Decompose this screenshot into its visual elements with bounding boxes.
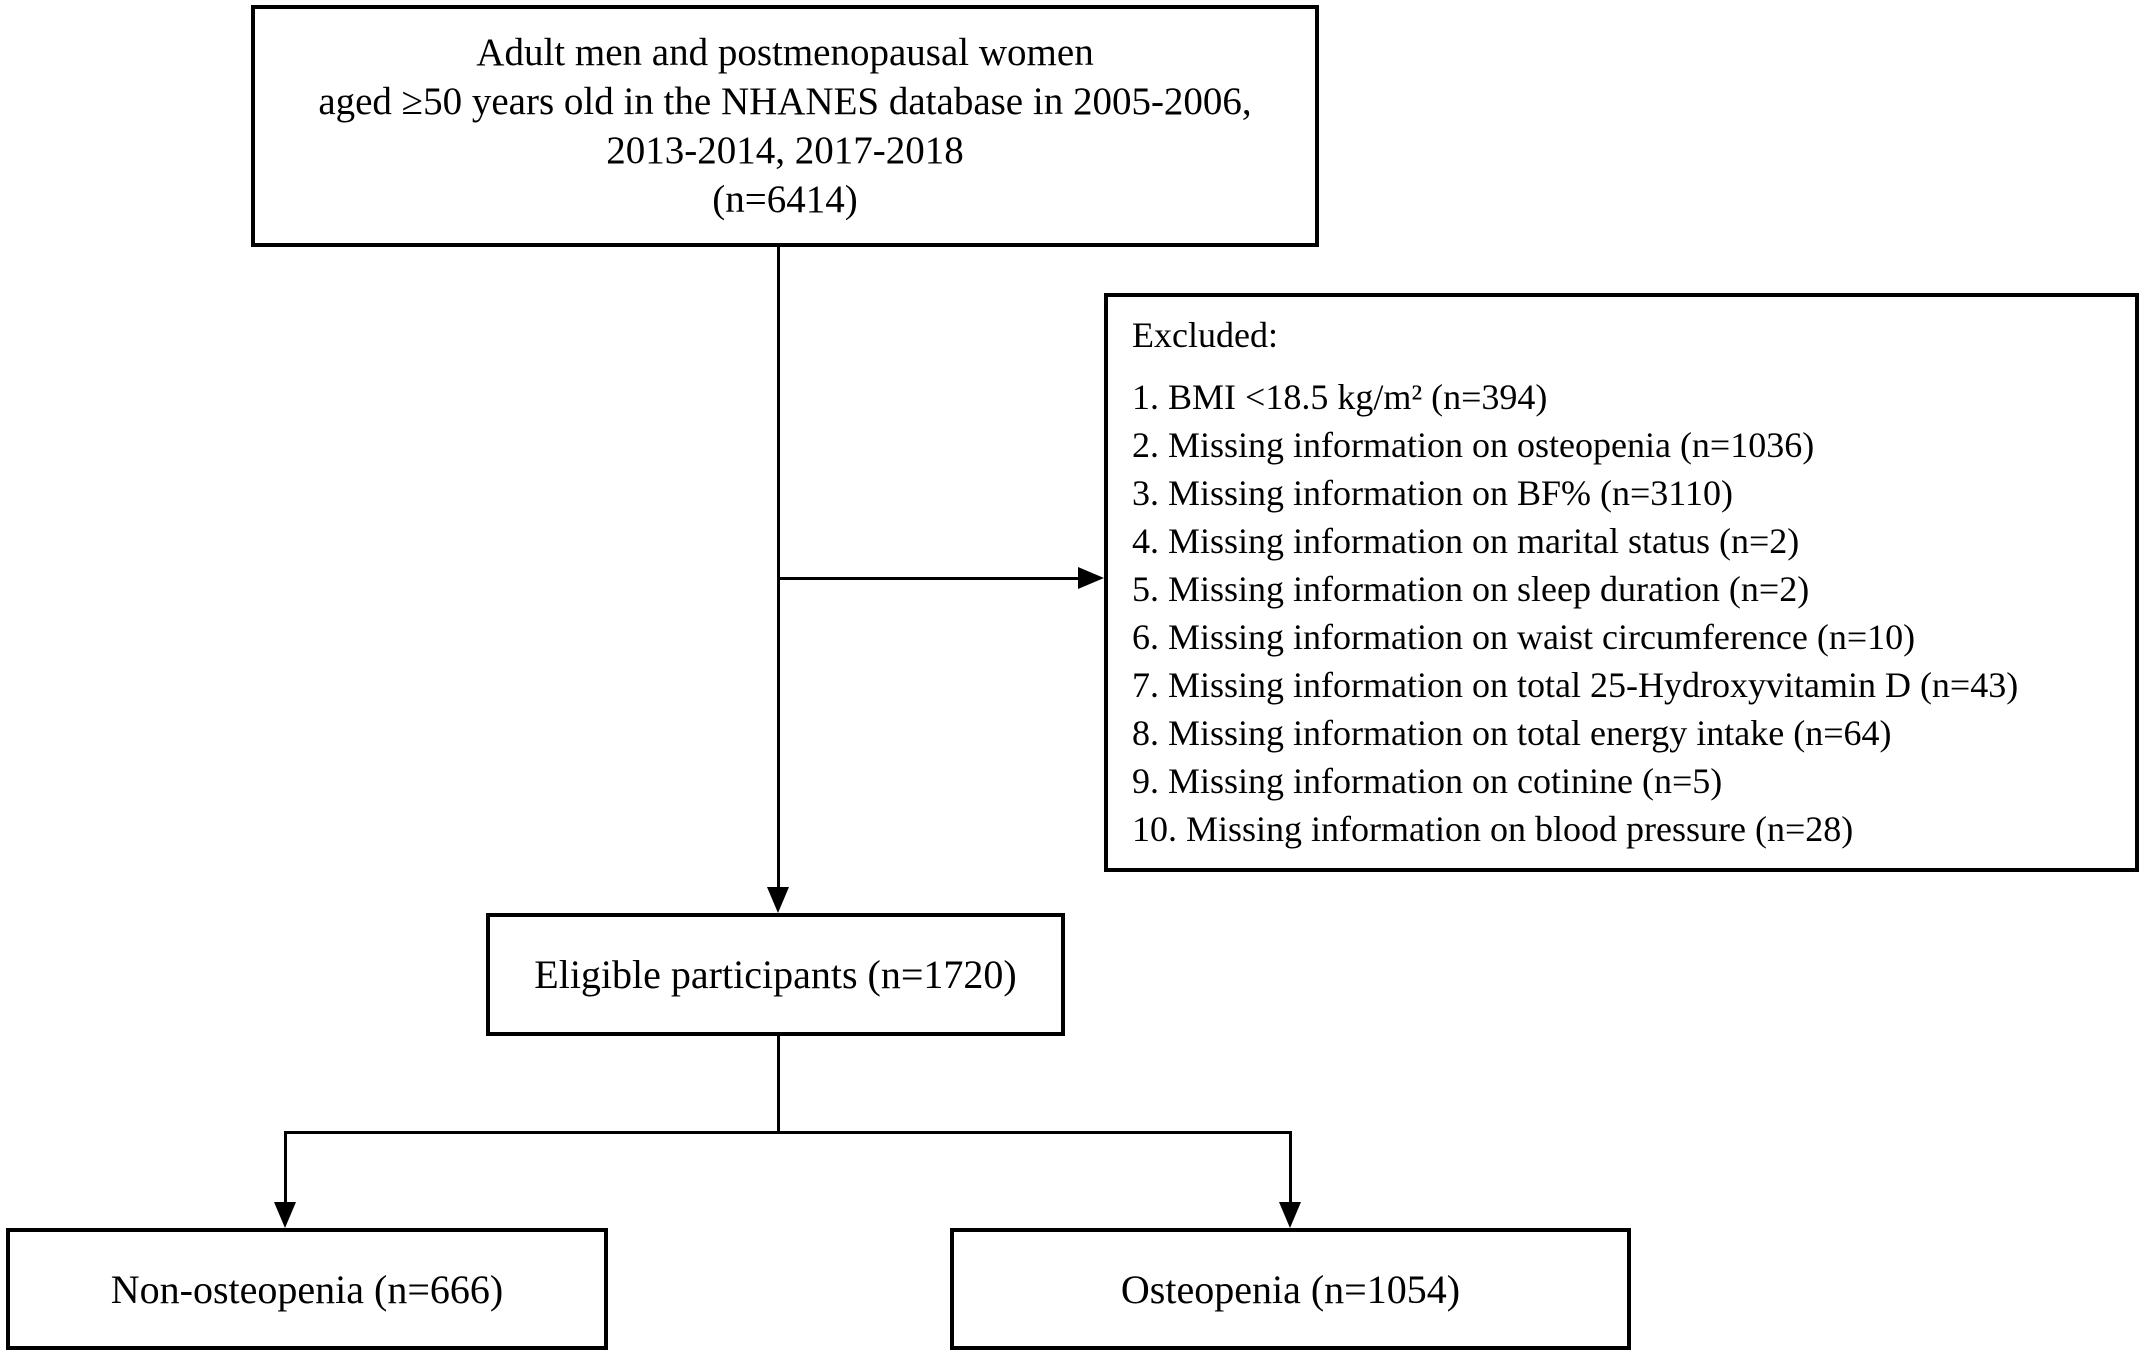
osteopenia-box: Osteopenia (n=1054) — [950, 1228, 1631, 1350]
connector-to-non-osteopenia — [284, 1131, 287, 1203]
excluded-item-4: 4. Missing information on marital status… — [1132, 521, 1800, 561]
excluded-box: Excluded: 1. BMI <18.5 kg/m² (n=394) 2. … — [1104, 293, 2139, 872]
osteopenia-label: Osteopenia (n=1054) — [1120, 1266, 1461, 1312]
connector-top-to-eligible — [777, 246, 780, 888]
excluded-item-2: 2. Missing information on osteopenia (n=… — [1132, 425, 1815, 465]
connector-branch-to-excluded — [778, 577, 1078, 580]
population-box: Adult men and postmenopausal women aged … — [251, 5, 1319, 247]
excluded-item-6: 6. Missing information on waist circumfe… — [1132, 617, 1916, 657]
population-line-4: (n=6414) — [712, 178, 858, 221]
population-line-2: aged ≥50 years old in the NHANES databas… — [318, 80, 1252, 123]
population-line-1: Adult men and postmenopausal women — [476, 31, 1094, 74]
non-osteopenia-box: Non-osteopenia (n=666) — [6, 1228, 608, 1350]
eligible-box: Eligible participants (n=1720) — [486, 913, 1065, 1036]
population-line-3: 2013-2014, 2017-2018 — [606, 129, 964, 172]
non-osteopenia-label: Non-osteopenia (n=666) — [110, 1266, 504, 1312]
excluded-item-8: 8. Missing information on total energy i… — [1132, 713, 1892, 753]
excluded-item-1: 1. BMI <18.5 kg/m² (n=394) — [1132, 377, 1548, 417]
connector-to-osteopenia — [1289, 1131, 1292, 1203]
excluded-item-3: 3. Missing information on BF% (n=3110) — [1132, 473, 1733, 513]
arrow-down-icon — [1279, 1202, 1301, 1228]
excluded-item-7: 7. Missing information on total 25-Hydro… — [1132, 665, 2019, 705]
arrow-right-icon — [1078, 567, 1104, 589]
arrow-down-icon — [767, 887, 789, 913]
eligible-label: Eligible participants (n=1720) — [534, 952, 1017, 997]
excluded-title: Excluded: — [1132, 315, 1278, 355]
connector-split-bar — [284, 1131, 1292, 1134]
connector-eligible-to-split — [777, 1036, 780, 1132]
arrow-down-icon — [274, 1202, 296, 1228]
excluded-item-9: 9. Missing information on cotinine (n=5) — [1132, 761, 1723, 801]
excluded-item-10: 10. Missing information on blood pressur… — [1132, 809, 1854, 849]
excluded-item-5: 5. Missing information on sleep duration… — [1132, 569, 1810, 609]
